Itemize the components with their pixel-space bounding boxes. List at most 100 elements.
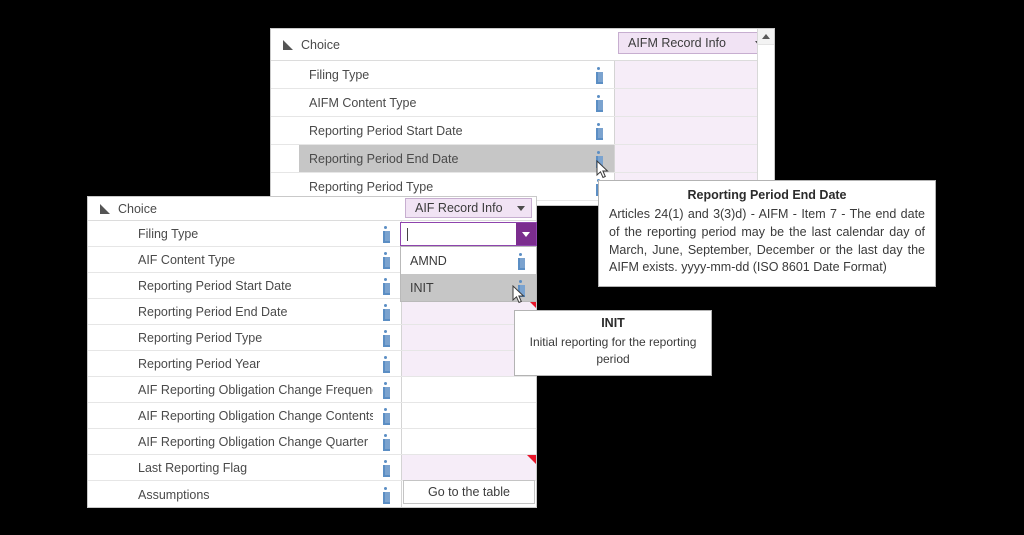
row-value-cell[interactable] bbox=[614, 145, 774, 172]
option-init[interactable]: INIT bbox=[401, 274, 536, 301]
row-label: Filing Type bbox=[309, 67, 370, 82]
row-label-cell: Last Reporting Flag bbox=[128, 455, 401, 480]
row-label-cell: Reporting Period End Date bbox=[128, 299, 401, 324]
row-label-cell: AIF Reporting Obligation Change Frequenc… bbox=[128, 377, 401, 402]
triangle-up-icon bbox=[762, 34, 770, 39]
row-indent bbox=[88, 377, 128, 402]
info-icon[interactable] bbox=[379, 225, 393, 243]
row-value-cell[interactable] bbox=[614, 61, 774, 88]
row-label-cell: Reporting Period Start Date bbox=[299, 117, 614, 144]
row-label: Reporting Period Type bbox=[309, 179, 434, 194]
option-amnd-label: AMND bbox=[410, 253, 447, 268]
tooltip-title: Reporting Period End Date bbox=[687, 188, 847, 202]
row-indent bbox=[88, 299, 128, 324]
row-value-cell[interactable] bbox=[401, 325, 536, 350]
table-row[interactable]: AIF Reporting Obligation Change Quarter bbox=[88, 429, 536, 455]
row-value-cell[interactable] bbox=[401, 403, 536, 428]
filing-type-input[interactable] bbox=[401, 223, 516, 245]
table-row[interactable]: Last Reporting Flag bbox=[88, 455, 536, 481]
info-icon[interactable] bbox=[592, 150, 606, 168]
row-label-cell: Filing Type bbox=[299, 61, 614, 88]
front-record-type-value: AIF Record Info bbox=[415, 201, 503, 215]
row-label-cell: AIF Reporting Obligation Change Contents… bbox=[128, 403, 401, 428]
table-row[interactable]: Reporting Period Type bbox=[88, 325, 536, 351]
info-icon[interactable] bbox=[379, 303, 393, 321]
table-row[interactable]: AIF Reporting Obligation Change Frequenc… bbox=[88, 377, 536, 403]
table-row[interactable]: Filing Type bbox=[271, 61, 774, 89]
table-row[interactable]: Reporting Period End Date bbox=[88, 299, 536, 325]
row-label: AIFM Content Type bbox=[309, 95, 417, 110]
row-indent bbox=[271, 61, 299, 88]
table-row-selected[interactable]: Reporting Period End Date bbox=[271, 145, 774, 173]
back-panel-scrollbar[interactable] bbox=[757, 29, 774, 205]
table-row[interactable]: Reporting Period Year bbox=[88, 351, 536, 377]
back-choice-group[interactable]: Choice bbox=[271, 29, 614, 60]
row-indent bbox=[88, 351, 128, 376]
row-label: Reporting Period Year bbox=[138, 356, 261, 371]
row-label: Reporting Period Start Date bbox=[309, 123, 463, 138]
row-label: Reporting Period Start Date bbox=[138, 278, 292, 293]
row-label-cell: Filing Type bbox=[128, 221, 401, 246]
filing-type-combo-editor[interactable] bbox=[400, 222, 537, 246]
row-indent bbox=[88, 247, 128, 272]
row-value-cell[interactable] bbox=[401, 377, 536, 402]
row-indent bbox=[88, 455, 128, 480]
info-icon[interactable] bbox=[379, 381, 393, 399]
back-record-combo-cell: AIFM Record Info bbox=[614, 29, 774, 60]
row-indent bbox=[271, 145, 299, 172]
info-icon[interactable] bbox=[379, 329, 393, 347]
info-icon[interactable] bbox=[592, 94, 606, 112]
scrollbar-up-button[interactable] bbox=[758, 29, 774, 45]
info-icon[interactable] bbox=[379, 486, 393, 504]
info-icon[interactable] bbox=[379, 433, 393, 451]
row-value-cell[interactable] bbox=[614, 117, 774, 144]
info-icon[interactable] bbox=[379, 277, 393, 295]
row-label-cell: AIF Content Type bbox=[128, 247, 401, 272]
row-label-cell: Reporting Period Start Date bbox=[128, 273, 401, 298]
table-row[interactable]: AIFM Content Type bbox=[271, 89, 774, 117]
filing-type-option-list[interactable]: AMND INIT bbox=[400, 246, 537, 302]
row-indent bbox=[88, 429, 128, 454]
row-label-cell: Reporting Period Year bbox=[128, 351, 401, 376]
back-record-type-combo[interactable]: AIFM Record Info bbox=[618, 32, 770, 54]
info-icon[interactable] bbox=[592, 66, 606, 84]
info-icon[interactable] bbox=[514, 252, 528, 270]
row-label-cell: Reporting Period Type bbox=[128, 325, 401, 350]
row-label: AIF Reporting Obligation Change Contents… bbox=[138, 408, 373, 423]
filing-type-dropdown-button[interactable] bbox=[516, 223, 536, 245]
front-choice-group[interactable]: Choice bbox=[88, 197, 401, 220]
row-value-cell[interactable] bbox=[401, 455, 536, 480]
info-icon[interactable] bbox=[379, 251, 393, 269]
field-description-tooltip: Reporting Period End Date Articles 24(1)… bbox=[598, 180, 936, 287]
info-icon[interactable] bbox=[592, 122, 606, 140]
row-label: Assumptions bbox=[138, 487, 210, 502]
row-value-cell[interactable] bbox=[614, 89, 774, 116]
option-init-label: INIT bbox=[410, 280, 434, 295]
row-indent bbox=[88, 221, 128, 246]
back-choice-header-row: Choice AIFM Record Info bbox=[271, 29, 774, 61]
expander-triangle-icon[interactable] bbox=[100, 203, 110, 214]
row-label: Filing Type bbox=[138, 226, 199, 241]
front-grid-panel: Choice AIF Record Info Filing Type bbox=[87, 196, 537, 508]
front-record-type-combo[interactable]: AIF Record Info bbox=[405, 198, 532, 218]
info-icon[interactable] bbox=[379, 459, 393, 477]
row-indent bbox=[88, 481, 128, 507]
option-description-tooltip: INIT Initial reporting for the reporting… bbox=[514, 310, 712, 377]
table-row[interactable]: AIF Reporting Obligation Change Contents… bbox=[88, 403, 536, 429]
info-icon[interactable] bbox=[514, 279, 528, 297]
go-to-the-table-button[interactable]: Go to the table bbox=[403, 480, 535, 504]
row-indent bbox=[271, 89, 299, 116]
expander-triangle-icon[interactable] bbox=[283, 39, 293, 50]
table-row[interactable]: Reporting Period Start Date bbox=[271, 117, 774, 145]
row-indent bbox=[88, 403, 128, 428]
info-icon[interactable] bbox=[379, 355, 393, 373]
back-grid: Choice AIFM Record Info Filing Type bbox=[271, 29, 774, 205]
row-value-cell[interactable] bbox=[401, 299, 536, 324]
row-label: Reporting Period End Date bbox=[138, 304, 288, 319]
option-amnd[interactable]: AMND bbox=[401, 247, 536, 274]
row-label: Last Reporting Flag bbox=[138, 460, 248, 475]
info-icon[interactable] bbox=[379, 407, 393, 425]
row-label-cell: AIF Reporting Obligation Change Quarter bbox=[128, 429, 401, 454]
row-value-cell[interactable] bbox=[401, 429, 536, 454]
row-indent bbox=[271, 117, 299, 144]
